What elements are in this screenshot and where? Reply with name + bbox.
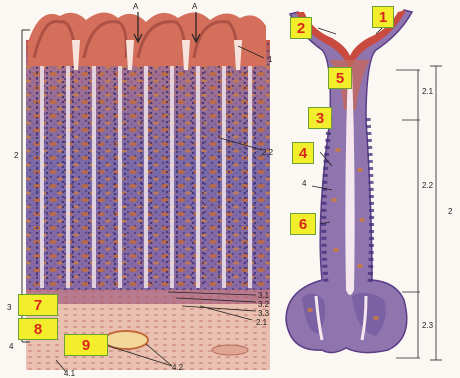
left-mucosa-section [22, 12, 270, 372]
badge-2: 2 [290, 17, 312, 39]
label-3-1: 3.1 [258, 292, 269, 300]
label-4: 4 [9, 343, 13, 351]
label-r-4: 4 [302, 180, 306, 188]
label-1: 1 [268, 56, 272, 64]
right-crypt-section [286, 10, 442, 360]
badge-7: 7 [18, 294, 58, 316]
label-2-2: 2.2 [262, 149, 273, 157]
label-4-2: 4.2 [172, 364, 183, 372]
label-r-2-1: 2.1 [422, 88, 433, 96]
label-r-2-3: 2.3 [422, 322, 433, 330]
label-3: 3 [7, 304, 11, 312]
label-r-2-2: 2.2 [422, 182, 433, 190]
label-2: 2 [14, 152, 18, 160]
badge-8: 8 [18, 318, 58, 340]
badge-6: 6 [290, 213, 316, 235]
label-2-1: 2.1 [256, 319, 267, 327]
label-A-right: A [192, 3, 197, 11]
label-3-2: 3.2 [258, 301, 269, 309]
badge-9: 9 [64, 334, 108, 356]
label-4-1: 4.1 [64, 370, 75, 378]
label-3-3: 3.3 [258, 310, 269, 318]
badge-4: 4 [292, 142, 314, 164]
label-A-left: A [133, 3, 138, 11]
badge-1: 1 [372, 6, 394, 28]
label-r-2: 2 [448, 208, 452, 216]
badge-3: 3 [308, 107, 332, 129]
badge-5: 5 [328, 67, 352, 89]
